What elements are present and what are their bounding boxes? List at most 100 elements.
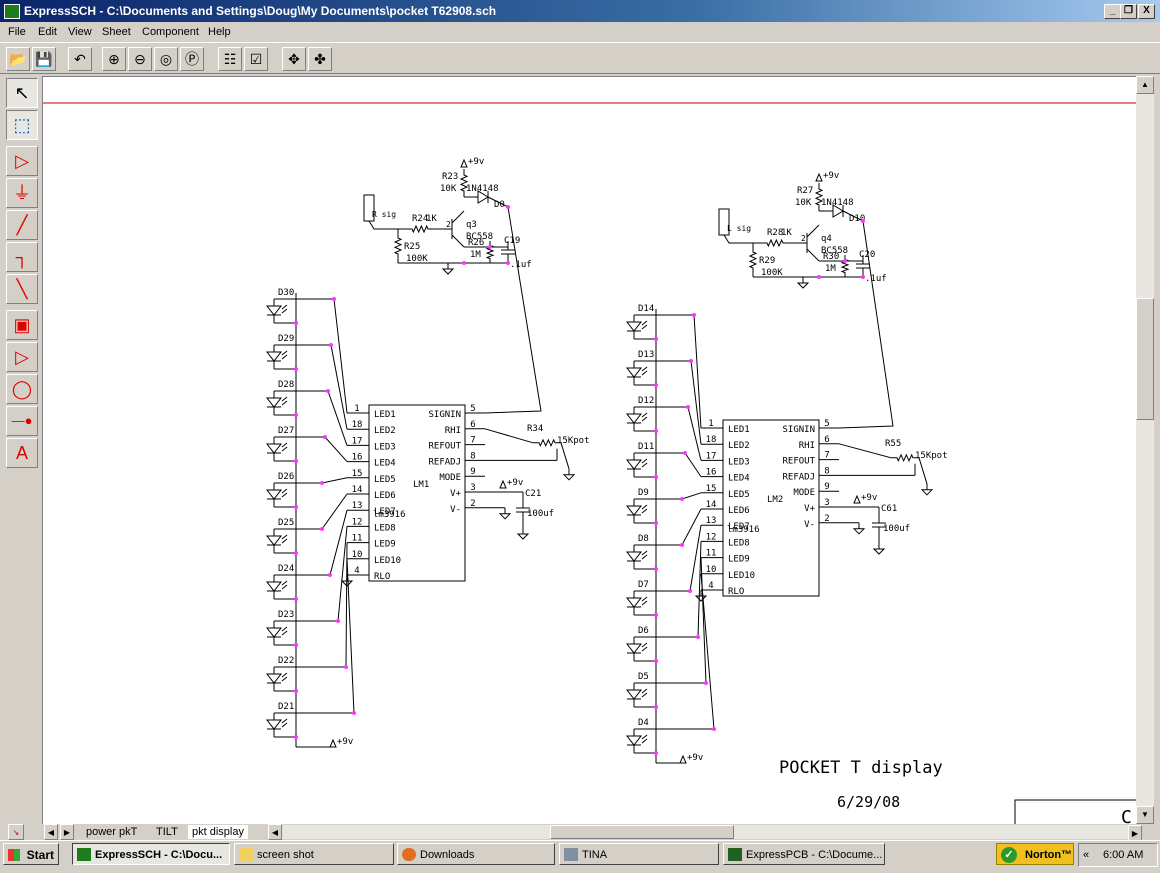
ic-icon[interactable]: ▣ <box>6 310 38 340</box>
led-d21-label: D21 <box>278 702 294 712</box>
task-expresspcb[interactable]: ExpressPCB - C:\Docume... <box>723 843 885 865</box>
circuit-right[interactable]: 1LED118LED217LED316LED415LED514LED613LED… <box>625 171 948 764</box>
zoom-in-icon[interactable]: ⊕ <box>102 47 126 71</box>
vertical-scroll-thumb[interactable] <box>1136 298 1154 420</box>
tab-power-pkt[interactable]: power pkT <box>86 826 138 838</box>
start-button[interactable]: Start <box>3 843 59 865</box>
ic-pin-number: 16 <box>352 453 363 463</box>
led-d29-label: D29 <box>278 334 294 344</box>
circuit-left[interactable]: 1LED118LED217LED316LED415LED514LED613LED… <box>265 157 590 748</box>
zoom-page-icon[interactable]: Ⓟ <box>180 47 204 71</box>
pot-value: 15Kpot <box>557 436 590 446</box>
minimize-button[interactable]: _ <box>1104 4 1121 19</box>
task-tina[interactable]: TINA <box>559 843 719 865</box>
task-expresssch[interactable]: ExpressSCH - C:\Docu... <box>72 843 230 865</box>
ic-pin-number: 9 <box>824 482 829 492</box>
scroll-up-icon[interactable]: ▲ <box>1136 76 1154 94</box>
pan-icon[interactable]: ✥ <box>282 47 306 71</box>
task-downloads[interactable]: Downloads <box>397 843 555 865</box>
menu-sheet[interactable]: Sheet <box>102 26 131 38</box>
led-route <box>656 314 702 429</box>
led-d28-label: D28 <box>278 380 294 390</box>
ic-name: LM2 <box>767 495 783 505</box>
pin-icon[interactable]: —● <box>6 406 38 436</box>
led-route <box>296 510 348 576</box>
led-d23-label: D23 <box>278 610 294 620</box>
junction-dot <box>294 735 298 739</box>
tab-scroll-left-icon[interactable]: ◀ <box>44 824 58 840</box>
close-button[interactable]: X <box>1138 4 1155 19</box>
ic-pin-number: 11 <box>706 549 717 559</box>
undo-icon[interactable]: ↶ <box>68 47 92 71</box>
ic-pin-label: LED3 <box>728 457 750 467</box>
horizontal-scrollbar[interactable] <box>282 825 1128 839</box>
open-folder-icon[interactable]: 📂 <box>6 47 30 71</box>
junction-dot <box>294 321 298 325</box>
menu-file[interactable]: File <box>8 26 26 38</box>
ic-pin-label: LED2 <box>728 441 750 451</box>
r-base-name: R24 <box>412 214 428 224</box>
r-shunt-value: 1M <box>470 250 481 260</box>
properties-icon[interactable]: ☷ <box>218 47 242 71</box>
led-d5-symbol <box>625 689 643 700</box>
component-icon[interactable]: ▷ <box>6 146 38 176</box>
menu-component[interactable]: Component <box>142 26 199 38</box>
horizontal-scroll-thumb[interactable] <box>550 825 734 839</box>
ic-pin-number: 14 <box>706 500 717 510</box>
ic-pin-label: V- <box>804 520 815 530</box>
ground-icon[interactable]: ⏚ <box>6 178 38 208</box>
ic-pin-label: LED7 <box>728 522 750 532</box>
buffer-icon[interactable]: ▷ <box>6 342 38 372</box>
task-screen-shot[interactable]: screen shot <box>234 843 394 865</box>
tray-expand-icon[interactable]: « <box>1083 849 1090 861</box>
led-d13-arrow <box>641 370 648 376</box>
wire-icon[interactable]: ╱ <box>6 210 38 240</box>
ic-pin-label: RLO <box>374 572 390 582</box>
menu-edit[interactable]: Edit <box>38 26 57 38</box>
vertical-scrollbar[interactable]: ▲ ▼ <box>1136 76 1154 824</box>
ic-pin-label: LED6 <box>374 491 396 501</box>
ground-icon <box>796 282 810 289</box>
zoom-select-icon[interactable]: ⬚ <box>6 110 38 140</box>
schematic-drawing[interactable]: 1LED118LED217LED316LED415LED514LED613LED… <box>43 77 1137 825</box>
junction-icon[interactable]: ┐ <box>6 242 38 272</box>
cap-name: C20 <box>859 250 875 260</box>
junction-dot <box>680 497 684 501</box>
ground-icon <box>516 533 530 540</box>
menu-view[interactable]: View <box>68 26 92 38</box>
pot-name: R34 <box>527 424 543 434</box>
move-icon[interactable]: ✤ <box>308 47 332 71</box>
zoom-fit-icon[interactable]: ◎ <box>154 47 178 71</box>
ic-pin-number: 17 <box>706 451 717 461</box>
led-d26-arrow <box>281 492 288 498</box>
zoom-out-icon[interactable]: ⊖ <box>128 47 152 71</box>
cap-supply-value: 100uf <box>527 509 554 519</box>
ic-pin-number: 4 <box>708 581 713 591</box>
bus-icon[interactable]: ╲ <box>6 274 38 304</box>
expresssch-icon <box>77 848 91 861</box>
tab-tilt[interactable]: TILT <box>156 826 178 838</box>
menu-help[interactable]: Help <box>208 26 231 38</box>
tools-corner-icon[interactable]: ↘ <box>8 824 24 840</box>
scroll-down-icon[interactable]: ▼ <box>1136 806 1154 824</box>
ic-pin-number: 8 <box>470 451 475 461</box>
restore-button[interactable]: ❒ <box>1120 4 1137 19</box>
title-bar: ExpressSCH - C:\Documents and Settings\D… <box>0 0 1160 22</box>
led-d14-symbol <box>625 321 643 332</box>
tab-pkt-display[interactable]: pkt display <box>188 825 248 839</box>
hscroll-right-icon[interactable]: ▶ <box>1128 825 1142 841</box>
norton-button[interactable]: ✓ Norton™ <box>996 843 1074 865</box>
ic-pin-number: 10 <box>352 550 363 560</box>
junction-dot <box>294 505 298 509</box>
pointer-icon[interactable]: ↖ <box>6 78 38 108</box>
r-top-name: R27 <box>797 186 813 196</box>
circle-icon[interactable]: ◯ <box>6 374 38 404</box>
check-icon[interactable]: ☑ <box>244 47 268 71</box>
hscroll-left-icon[interactable]: ◀ <box>268 824 282 840</box>
text-icon[interactable]: A <box>6 438 38 468</box>
junction-dot <box>294 413 298 417</box>
tab-scroll-right-icon[interactable]: ▶ <box>60 824 74 840</box>
save-icon[interactable]: 💾 <box>32 47 56 71</box>
led-d21-symbol <box>265 719 283 730</box>
